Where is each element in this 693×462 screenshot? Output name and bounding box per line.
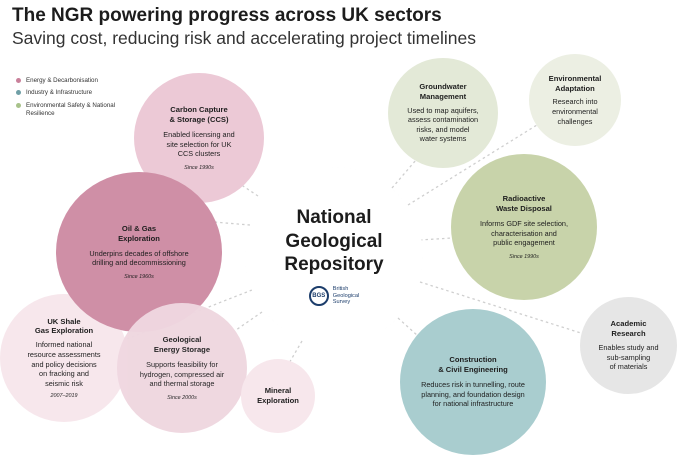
- bubble-title: Geological Energy Storage: [153, 335, 211, 355]
- bubble-mineral-exploration: Mineral Exploration: [241, 359, 315, 433]
- bubble-title: UK Shale Gas Exploration: [34, 316, 94, 336]
- legend-label-environment: Environmental Safety & National Resilien…: [26, 101, 116, 118]
- connector-construction: [397, 317, 419, 337]
- page-subtitle: Saving cost, reducing risk and accelerat…: [12, 28, 476, 48]
- connector-radioactive: [419, 237, 453, 241]
- bubble-title: Mineral Exploration: [257, 386, 299, 405]
- bubble-title: Academic Research: [610, 319, 647, 339]
- bubble-construction: Construction & Civil Engineering Reduces…: [400, 309, 546, 455]
- bubble-environmental-adaptation: Environmental Adaptation Research into e…: [529, 54, 621, 146]
- legend-label-energy: Energy & Decarbonisation: [26, 77, 98, 84]
- bubble-academic-research: Academic Research Enables study and sub-…: [580, 297, 677, 394]
- legend-swatch-energy: [16, 78, 21, 83]
- bgs-logo: BGS British Geological Survey: [308, 286, 360, 307]
- bubble-title: Radioactive Waste Disposal: [496, 194, 552, 214]
- bubble-since: Since 2000s: [167, 394, 197, 401]
- bgs-logo-mark: BGS: [308, 286, 329, 307]
- connector-groundwater: [391, 159, 417, 189]
- bubble-desc: Underpins decades of offshore drilling a…: [89, 248, 189, 268]
- center-title: National Geological Repository: [284, 206, 384, 276]
- bubble-desc: Informed national resource assessments a…: [27, 340, 101, 388]
- center-node: National Geological Repository BGS Briti…: [245, 167, 423, 345]
- bubble-desc: Supports feasibility for hydrogen, compr…: [139, 359, 225, 389]
- bubble-desc: Enabled licensing and site selection for…: [163, 129, 235, 159]
- bubble-groundwater: Groundwater Management Used to map aquif…: [388, 58, 498, 168]
- bubble-title: Carbon Capture & Storage (CCS): [169, 105, 229, 125]
- legend-label-industry: Industry & Infrastructure: [26, 89, 93, 97]
- bubble-since: Since 1960s: [124, 273, 154, 280]
- bubble-since: Since 1990s: [184, 164, 214, 171]
- bubble-title: Environmental Adaptation: [548, 73, 602, 93]
- bubble-desc: Enables study and sub-sampling of materi…: [598, 342, 659, 372]
- bgs-logo-text: British Geological Survey: [332, 286, 360, 306]
- bubble-radioactive-waste: Radioactive Waste Disposal Informs GDF s…: [451, 154, 597, 300]
- bubble-title: Groundwater Management: [419, 81, 467, 101]
- legend: Energy & Decarbonisation Industry & Infr…: [16, 77, 126, 122]
- legend-swatch-environment: [16, 102, 21, 108]
- bubble-since: Since 1990s: [509, 253, 539, 260]
- legend-swatch-industry: [16, 90, 21, 96]
- bubble-title: Construction & Civil Engineering: [438, 355, 508, 375]
- bubble-desc: Used to map aquifers, assess contaminati…: [407, 105, 479, 144]
- bubble-desc: Informs GDF site selection, characterisa…: [480, 218, 568, 248]
- connector-oilgas: [213, 221, 251, 226]
- connector-ccs: [227, 175, 259, 197]
- bubble-geological-energy-storage: Geological Energy Storage Supports feasi…: [117, 303, 247, 433]
- legend-item-energy: Energy & Decarbonisation: [16, 77, 126, 85]
- connector-academic: [419, 281, 585, 335]
- page-title: The NGR powering progress across UK sect…: [12, 5, 442, 26]
- bubble-title: Oil & Gas Exploration: [118, 224, 160, 243]
- bubble-since: 2007–2019: [50, 393, 78, 400]
- connector-env-adaptation: [407, 119, 546, 206]
- legend-item-industry: Industry & Infrastructure: [16, 89, 126, 97]
- bubble-desc: Reduces risk in tunnelling, route planni…: [421, 379, 525, 409]
- connector-energy-storage: [235, 311, 263, 331]
- legend-item-environment: Environmental Safety & National Resilien…: [16, 102, 126, 119]
- bubble-desc: Research into environmental challenges: [552, 97, 598, 126]
